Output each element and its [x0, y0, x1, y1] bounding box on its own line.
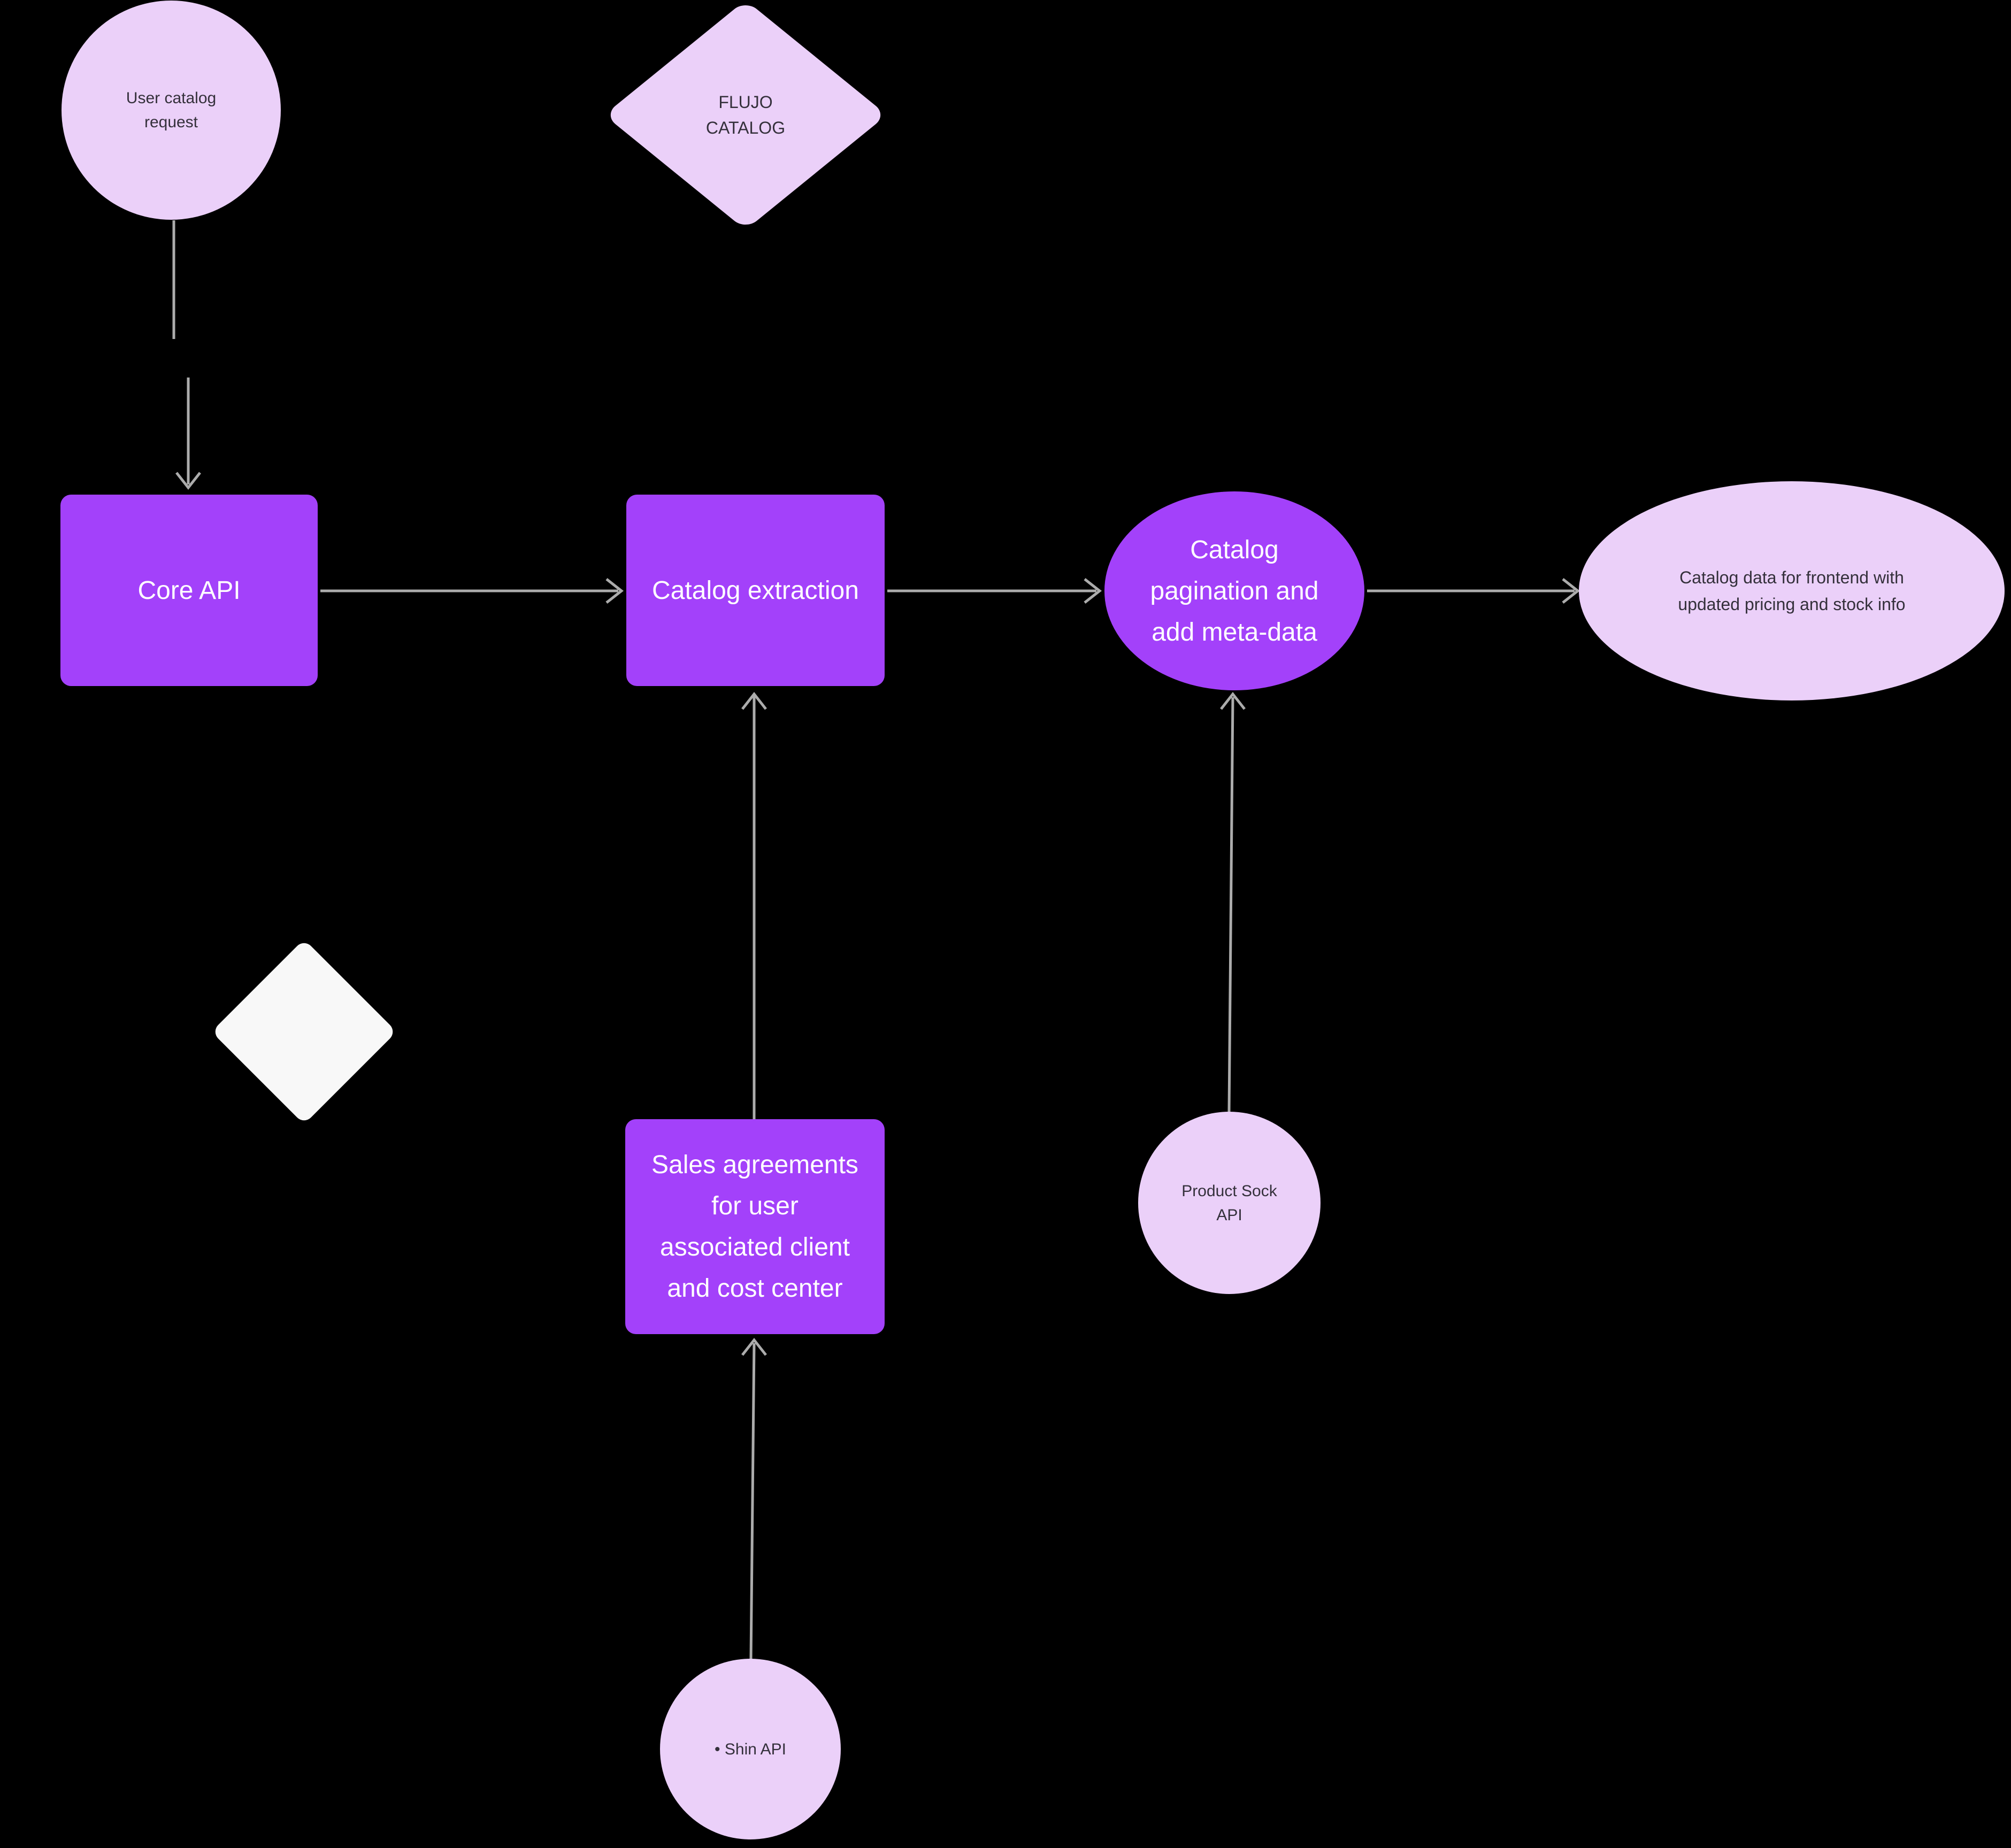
node-catalog-output-label: Catalog data for frontend with updated p…: [1678, 568, 1906, 614]
node-core-api-label: Core API: [137, 576, 241, 605]
node-blank-decision[interactable]: [211, 939, 397, 1125]
edge-segment[interactable]: [1227, 697, 1234, 1112]
edge-sales-agreements-to-catalog-extraction[interactable]: [741, 691, 767, 1119]
arrowhead-right-icon: [1562, 578, 1580, 604]
node-sales-agreements[interactable]: Sales agreements for user associated cli…: [625, 1119, 885, 1334]
node-catalog-pagination[interactable]: Catalog pagination and add meta-data: [1104, 491, 1364, 690]
node-flujo-catalog-label-box: FLUJO CATALOG: [639, 48, 853, 182]
blank-diamond-shape: [211, 939, 397, 1125]
node-catalog-output[interactable]: Catalog data for frontend with updated p…: [1579, 481, 2005, 700]
edge-segment[interactable]: [749, 1343, 756, 1660]
node-user-catalog-request-label: User catalog request: [126, 89, 217, 131]
edge-catalog-pagination-to-catalog-output[interactable]: [1367, 578, 1580, 604]
node-user-catalog-request[interactable]: User catalog request: [62, 1, 281, 220]
arrowhead-right-icon: [605, 578, 624, 604]
arrowhead-up-icon: [741, 691, 767, 710]
arrowhead-right-icon: [1084, 578, 1102, 604]
node-catalog-extraction[interactable]: Catalog extraction: [626, 495, 885, 686]
node-flujo-catalog-label: FLUJO CATALOG: [705, 93, 786, 137]
edge-product-sock-api-to-catalog-pagination[interactable]: [1220, 691, 1246, 1112]
edge-shin-api-to-sales-agreements[interactable]: [741, 1337, 767, 1660]
node-catalog-pagination-label: Catalog pagination and add meta-data: [1150, 535, 1319, 646]
node-product-sock-api[interactable]: Product Sock API: [1138, 1112, 1321, 1294]
node-product-sock-api-label: Product Sock API: [1181, 1182, 1277, 1224]
node-core-api[interactable]: Core API: [60, 495, 318, 686]
node-shin-api[interactable]: • Shin API: [660, 1659, 841, 1839]
node-shin-api-label: • Shin API: [715, 1740, 786, 1758]
edge-catalog-extraction-to-catalog-pagination[interactable]: [887, 578, 1102, 604]
edge-user-request-to-core-api[interactable]: [172, 220, 201, 490]
arrowhead-up-icon: [1220, 691, 1246, 710]
edge-core-api-to-catalog-extraction[interactable]: [320, 578, 624, 604]
node-sales-agreements-label: Sales agreements for user associated cli…: [651, 1151, 858, 1303]
arrowhead-down-icon: [175, 472, 201, 490]
arrowhead-up-icon: [741, 1337, 767, 1356]
node-catalog-extraction-label: Catalog extraction: [652, 576, 859, 605]
